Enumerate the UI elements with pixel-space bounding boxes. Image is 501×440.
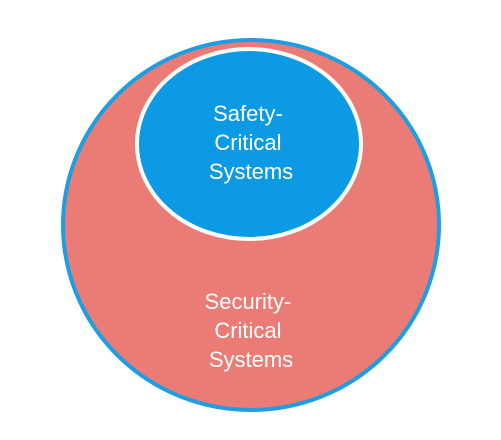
safety-critical-circle (135, 47, 363, 241)
safety-critical-label: Safety- Critical Systems (209, 101, 293, 184)
safety-critical-label-line-1: Safety- (213, 101, 283, 126)
safety-critical-label-line-3: Systems (209, 159, 293, 184)
security-critical-label-line-2: Critical (214, 318, 281, 343)
security-critical-label: Security- Critical Systems (205, 289, 298, 372)
security-critical-label-line-1: Security- (205, 289, 292, 314)
safety-critical-label-line-2: Critical (214, 130, 281, 155)
security-critical-label-line-3: Systems (209, 347, 293, 372)
